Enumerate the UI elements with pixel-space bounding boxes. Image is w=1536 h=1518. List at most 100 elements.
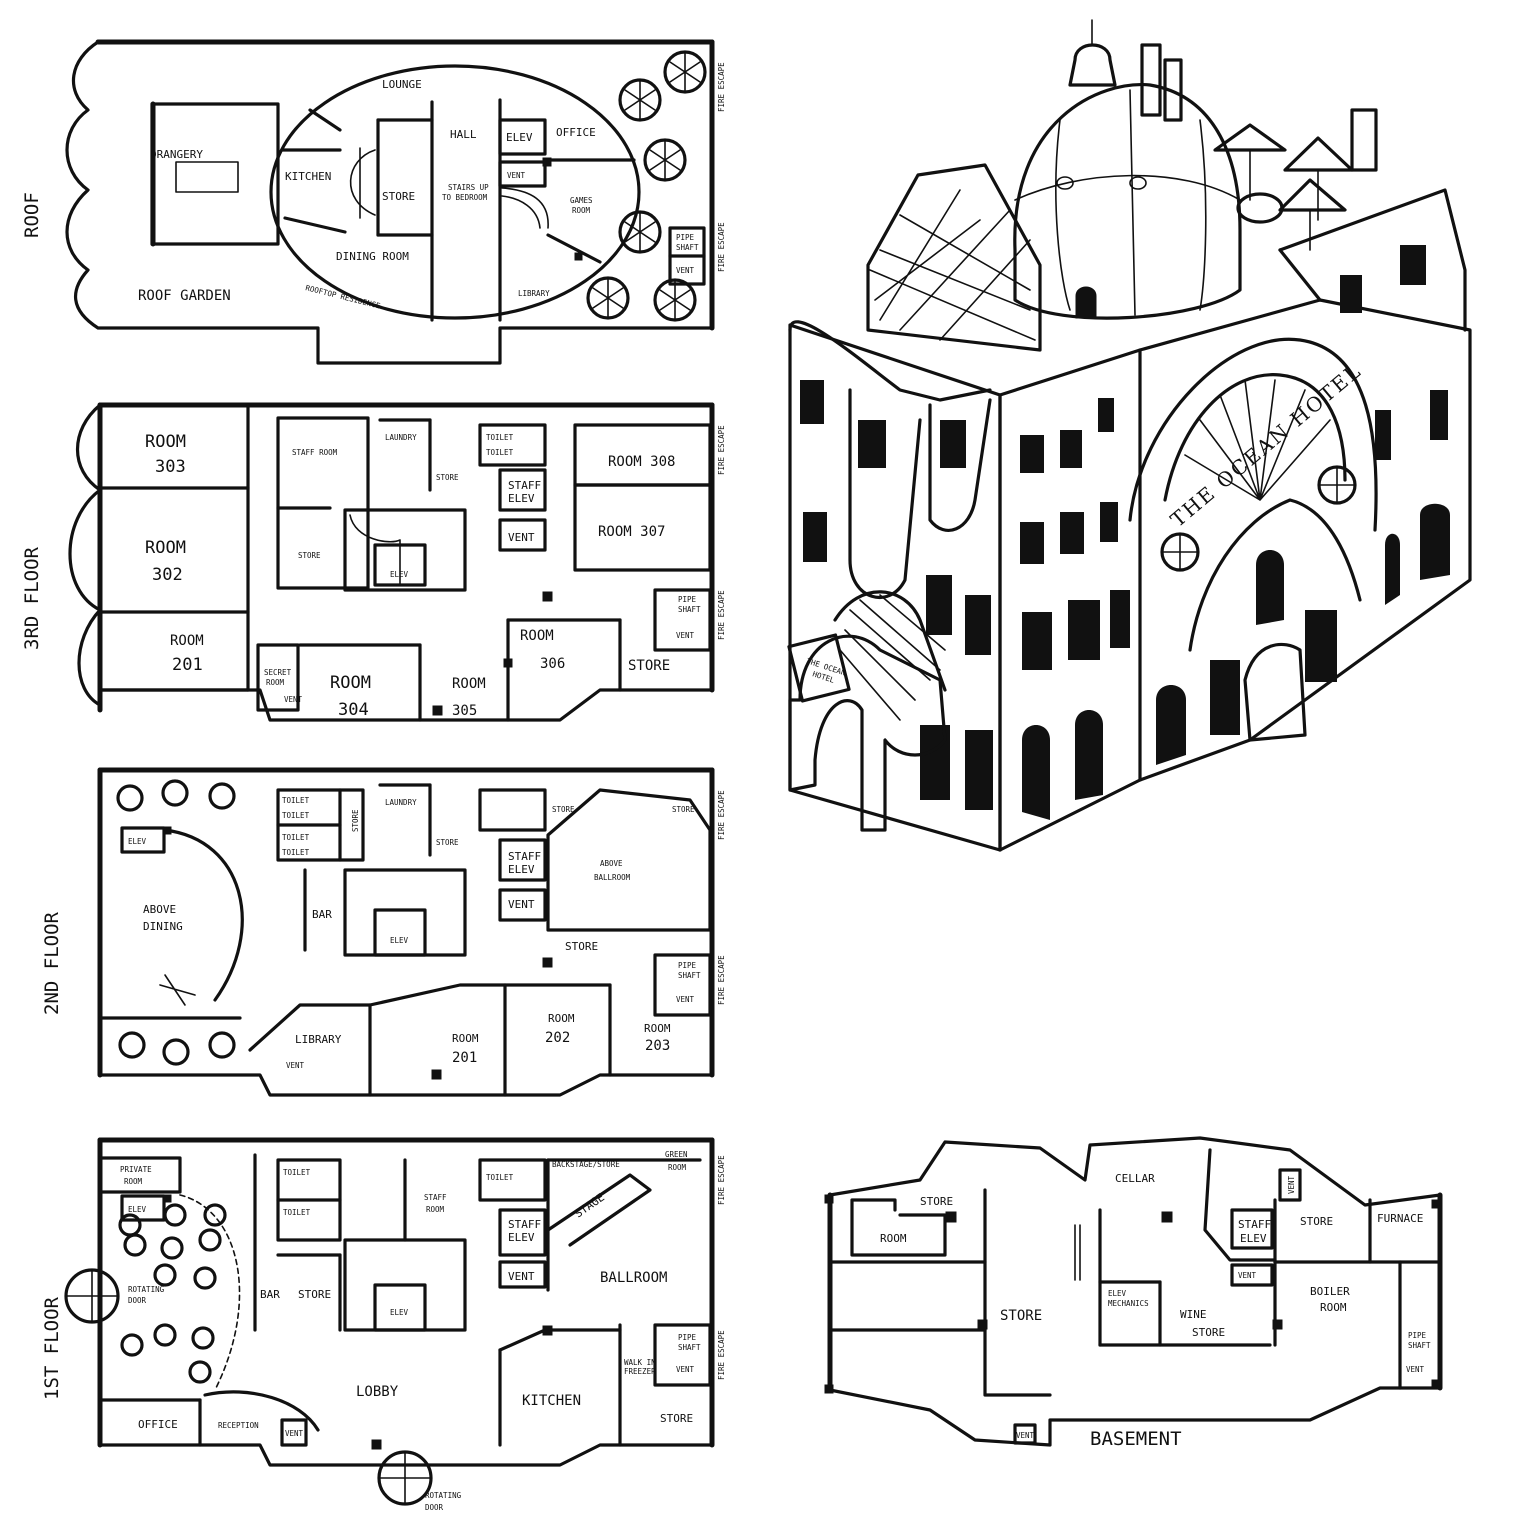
stage-label: STAGE (572, 1191, 607, 1221)
store-label: STORE (382, 190, 415, 203)
secret-label-2: ROOM (266, 678, 285, 687)
elev-label: ELEV (390, 570, 409, 579)
backstage-label: BACKSTAGE/STORE (552, 1160, 620, 1169)
rotating-door-2-label-1: ROTATING (425, 1491, 462, 1500)
hall-label: HALL (450, 128, 477, 141)
pipe-label-2: SHAFT (678, 971, 701, 980)
pipe-label-2: SHAFT (676, 243, 699, 252)
elev2-label: ELEV (390, 1308, 409, 1317)
vent2-label: VENT (676, 995, 695, 1004)
walk-in-label-1: WALK IN (624, 1358, 656, 1367)
elev-label: ELEV (506, 131, 533, 144)
r203-label-b: 203 (645, 1038, 670, 1054)
r308-label: ROOM 308 (608, 454, 675, 470)
above-dining-label-1: ABOVE (143, 903, 176, 916)
toilet-label-3: TOILET (486, 1173, 514, 1182)
pipe-label-2: SHAFT (678, 605, 701, 614)
vent-label: VENT (508, 898, 535, 911)
toilet-label-4: TOILET (282, 848, 310, 857)
r201-label-b: 201 (452, 1050, 477, 1066)
r307-label: ROOM 307 (598, 524, 665, 540)
store2-label: STORE (628, 658, 670, 674)
green-room-label-1: GREEN (665, 1150, 688, 1159)
fire-escape-1: FIRE ESCAPE (717, 790, 726, 840)
r201-label-a: ROOM (170, 633, 204, 649)
vent3-label: VENT (285, 1429, 304, 1438)
second-floor-plan: 2ND FLOOR ELEV TO (41, 767, 726, 1097)
r304-label-b: 304 (338, 700, 369, 720)
r203-label-a: ROOM (644, 1022, 671, 1035)
fire-escape-1: FIRE ESCAPE (717, 62, 726, 112)
store-room-label-1: STORE (920, 1195, 953, 1208)
garden-label: ROOF GARDEN (138, 288, 231, 304)
hotel-illustration: THE OCEAN HOTEL THE OCEAN HOTEL (787, 19, 1472, 852)
stairs-label-2: TO BEDROOM (442, 193, 488, 202)
rotating-door-2-label-2: DOOR (425, 1503, 444, 1512)
staff-room-label: STAFF ROOM (292, 448, 338, 457)
r202-label-b: 202 (545, 1030, 570, 1046)
r201-label-b: 201 (172, 655, 203, 675)
office-label: OFFICE (138, 1418, 178, 1431)
elev-mech-label-1: ELEV (1108, 1289, 1127, 1298)
toilet-label-2: TOILET (283, 1208, 311, 1217)
r302-label-a: ROOM (145, 538, 186, 558)
store2-label: STORE (660, 1412, 693, 1425)
store-small-label: STORE (436, 473, 459, 482)
vent2-label: VENT (676, 266, 695, 275)
vent2-label: VENT (676, 1365, 695, 1374)
r306-label-a: ROOM (520, 628, 554, 644)
vent2-label: VENT (676, 631, 695, 640)
elev-label: ELEV (128, 837, 147, 846)
store-small-label: STORE (436, 838, 459, 847)
r202-label-a: ROOM (548, 1012, 575, 1025)
library-label: LIBRARY (295, 1033, 342, 1046)
bar-label: BAR (260, 1288, 280, 1301)
rotating-door-label-1: ROTATING (128, 1285, 165, 1294)
vent-label: VENT (508, 1270, 535, 1283)
first-title: 1ST FLOOR (41, 1296, 63, 1400)
boiler-label-2: ROOM (1320, 1301, 1347, 1314)
above-ballroom-label-2: BALLROOM (594, 873, 631, 882)
elev-label: ELEV (128, 1205, 147, 1214)
staff-elev-label-2: ELEV (508, 492, 535, 505)
second-title: 2ND FLOOR (41, 911, 63, 1015)
above-ballroom-label-1: ABOVE (600, 859, 623, 868)
r305-label-b: 305 (452, 703, 477, 719)
elev-mech-label-2: MECHANICS (1108, 1299, 1149, 1308)
rotating-door-label-2: DOOR (128, 1296, 147, 1305)
store-a-label: STORE (552, 805, 575, 814)
pipe-label-1: PIPE (1408, 1331, 1427, 1340)
fire-escape-2: FIRE ESCAPE (717, 1330, 726, 1380)
first-floor-plan: 1ST FLOOR (41, 1137, 726, 1512)
third-floor-plan: 3RD FLOOR ROOM 303 ROOM 302 (21, 402, 726, 722)
r305-label-a: ROOM (452, 676, 486, 692)
vent3-label: VENT (1016, 1431, 1035, 1440)
games-label-2: ROOM (572, 206, 591, 215)
fire-escape-1: FIRE ESCAPE (717, 1155, 726, 1205)
r201-label-a: ROOM (452, 1032, 479, 1045)
private-label-2: ROOM (124, 1177, 143, 1186)
staff-elev-label-1: STAFF (508, 850, 541, 863)
store-b-label: STORE (672, 805, 695, 814)
pipe-label-1: PIPE (678, 595, 697, 604)
kitchen-label: KITCHEN (285, 170, 331, 183)
walk-in-label-2: FREEZER (624, 1367, 656, 1376)
fire-escape-2: FIRE ESCAPE (717, 955, 726, 1005)
reception-label: RECEPTION (218, 1421, 259, 1430)
pipe-label-1: PIPE (678, 1333, 697, 1342)
toilet-label-2: TOILET (282, 811, 310, 820)
toilet-label-1: TOILET (486, 433, 514, 442)
pipe-label-1: PIPE (678, 961, 697, 970)
pipe-label-1: PIPE (676, 233, 695, 242)
fire-escape-2: FIRE ESCAPE (717, 222, 726, 272)
third-title: 3RD FLOOR (21, 546, 43, 650)
elev2-label: ELEV (390, 936, 409, 945)
vent2-label: VENT (1406, 1365, 1425, 1374)
vent-label: VENT (1238, 1271, 1257, 1280)
stairs-label-1: STAIRS UP (448, 183, 489, 192)
roof-title: ROOF (21, 192, 43, 238)
store-label: STORE (298, 551, 321, 560)
fire-escape-2: FIRE ESCAPE (717, 590, 726, 640)
